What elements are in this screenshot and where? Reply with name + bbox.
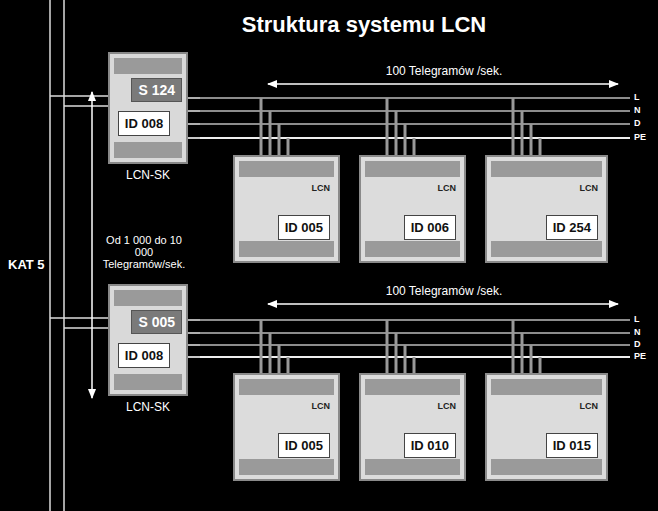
terminal-strip (365, 161, 460, 177)
bus-name: L (634, 92, 640, 102)
wire (188, 137, 630, 139)
wire (530, 124, 533, 157)
id-label: ID 008 (118, 343, 170, 368)
wire (188, 137, 200, 139)
wire (404, 345, 407, 375)
note-label: 100 Telegramów /sek. (300, 64, 588, 78)
wire (260, 320, 263, 375)
bus-lines (188, 98, 630, 375)
segment-label: S 005 (131, 310, 182, 334)
terminal-strip (114, 142, 182, 158)
bus-name: PE (634, 351, 646, 361)
note-label: 100 Telegramów /sek. (300, 284, 588, 298)
bus-name: N (634, 327, 641, 337)
segment-coupler: S 005ID 008LCN-SK (108, 284, 188, 396)
terminal-strip (365, 241, 460, 257)
brand-label: LCN (580, 183, 599, 193)
wire (188, 319, 630, 321)
id-label: ID 005 (278, 215, 330, 240)
wire (521, 333, 524, 375)
wire (188, 344, 630, 346)
segment-coupler: S 124ID 008LCN-SK (108, 52, 188, 164)
wire (188, 110, 630, 112)
terminal-strip (239, 379, 334, 395)
lcn-module: LCN ID 005 (233, 373, 340, 481)
bus-name: D (634, 339, 641, 349)
bus-name: L (634, 314, 640, 324)
wire (188, 123, 630, 125)
wire (278, 345, 281, 375)
lcn-module: LCN ID 010 (359, 373, 466, 481)
terminal-strip (365, 459, 460, 475)
wire (386, 320, 389, 375)
brand-label: LCN (312, 401, 331, 411)
id-label: ID 254 (546, 215, 598, 240)
wire (278, 124, 281, 157)
module-name: LCN-SK (126, 168, 170, 182)
note-label: Od 1 000 do 10 000 Telegramów/sek. (96, 234, 192, 270)
wire (188, 319, 200, 321)
wire (188, 110, 200, 112)
id-label: ID 008 (118, 111, 170, 136)
id-label: ID 006 (404, 215, 456, 240)
wire (188, 344, 200, 346)
segment-label: S 124 (131, 78, 182, 102)
cat5-cable (50, 0, 110, 511)
terminal-strip (239, 241, 334, 257)
terminal-strip (491, 241, 602, 257)
terminal-strip (491, 459, 602, 475)
terminal-strip (114, 290, 182, 306)
lcn-module: LCN ID 006 (359, 155, 466, 263)
wire (188, 97, 630, 99)
terminal-strip (114, 58, 182, 74)
wire (188, 97, 200, 99)
wire (188, 356, 630, 358)
wire (188, 332, 200, 334)
lcn-module: LCN ID 254 (485, 155, 608, 263)
wire (269, 111, 272, 157)
id-label: ID 015 (546, 433, 598, 458)
terminal-strip (491, 379, 602, 395)
id-label: ID 010 (404, 433, 456, 458)
id-label: ID 005 (278, 433, 330, 458)
terminal-strip (491, 161, 602, 177)
wire (188, 332, 630, 334)
wire (260, 98, 263, 157)
lcn-module: LCN ID 015 (485, 373, 608, 481)
wire (512, 98, 515, 157)
diagram-title: Struktura systemu LCN (0, 12, 658, 38)
wire (521, 111, 524, 157)
brand-label: LCN (580, 401, 599, 411)
terminal-strip (239, 459, 334, 475)
wire (188, 123, 200, 125)
module-name: LCN-SK (126, 400, 170, 414)
bus-name: PE (634, 132, 646, 142)
terminal-strip (239, 161, 334, 177)
brand-label: LCN (438, 401, 457, 411)
terminal-strip (114, 374, 182, 390)
bus-name: D (634, 118, 641, 128)
wire (404, 124, 407, 157)
wire (269, 333, 272, 375)
terminal-strip (365, 379, 460, 395)
brand-label: LCN (438, 183, 457, 193)
note-label: KAT 5 (8, 257, 45, 272)
wire (512, 320, 515, 375)
wire (395, 111, 398, 157)
wire (188, 356, 200, 358)
wire (395, 333, 398, 375)
lcn-module: LCN ID 005 (233, 155, 340, 263)
brand-label: LCN (312, 183, 331, 193)
bus-name: N (634, 105, 641, 115)
wire (386, 98, 389, 157)
wire (530, 345, 533, 375)
